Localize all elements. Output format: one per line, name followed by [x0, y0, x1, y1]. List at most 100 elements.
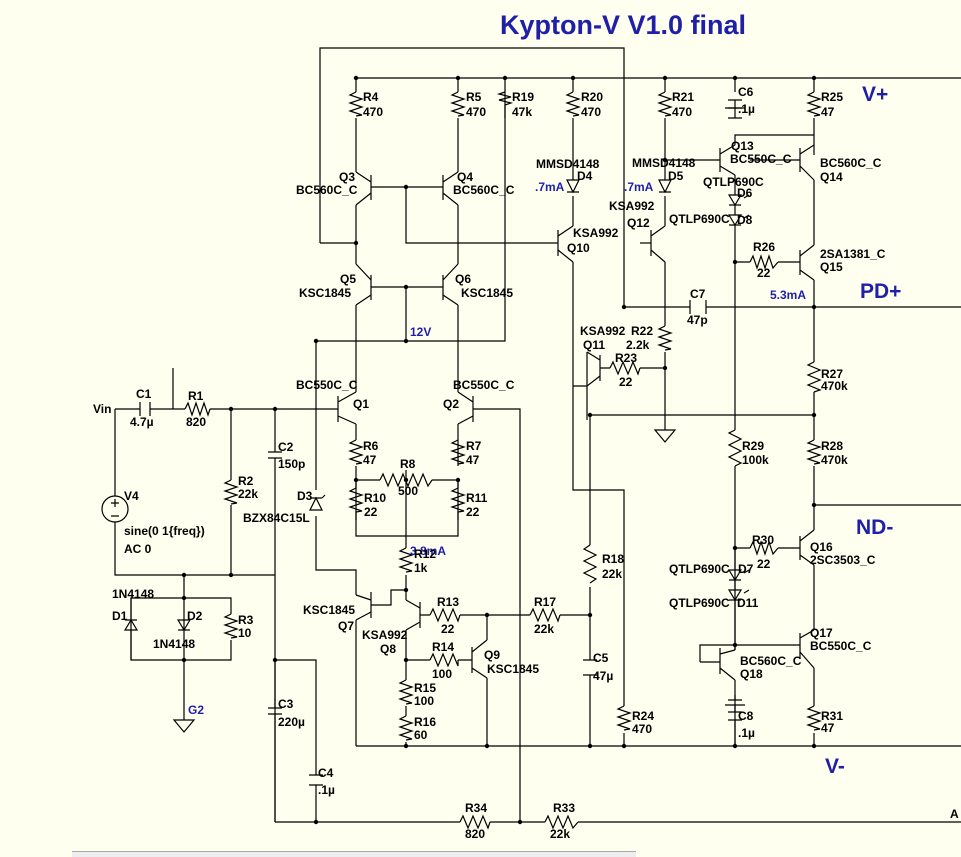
q4-ref: Q4 — [457, 170, 473, 184]
annotation-d5-current: .7mA — [624, 180, 654, 194]
r2-value: 22k — [238, 487, 258, 501]
r29-symbol — [727, 429, 743, 467]
q1-symbol — [337, 391, 357, 425]
q7-value: KSC1845 — [303, 603, 355, 617]
r7-value: 47 — [466, 453, 480, 467]
r5-value: 470 — [466, 105, 486, 119]
r7-ref: R7 — [466, 439, 482, 453]
d7-ref: D7 — [738, 562, 754, 576]
d5-value: MMSD4148 — [632, 156, 696, 170]
r18-ref: R18 — [602, 552, 624, 566]
d4-symbol — [566, 179, 580, 194]
d4-value: MMSD4148 — [536, 157, 600, 171]
r3-value: 10 — [238, 626, 252, 640]
r33-value: 22k — [550, 827, 570, 841]
d3-ref: D3 — [297, 489, 313, 503]
r15-value: 100 — [414, 694, 434, 708]
q8-value: KSA992 — [362, 628, 408, 642]
c1-ref: C1 — [136, 387, 152, 401]
d3-symbol — [309, 494, 326, 511]
c3-symbol — [268, 660, 282, 822]
r34-value: 820 — [465, 827, 485, 841]
c6-ref: C6 — [738, 85, 754, 99]
q16-value: 2SC3503_C — [810, 553, 876, 567]
r17-symbol — [529, 607, 561, 623]
ground-symbol-q12 — [653, 429, 677, 443]
r3-ref: R3 — [238, 613, 254, 627]
r12-value: 1k — [414, 561, 428, 575]
q6-symbol — [442, 263, 459, 306]
d6-value: QTLP690C — [703, 175, 764, 189]
q11-symbol — [573, 351, 601, 387]
d11-value: QTLP690C — [669, 596, 730, 610]
r31-value: 47 — [821, 721, 835, 735]
q10-value: KSA992 — [573, 226, 619, 240]
r10-symbol — [348, 480, 364, 520]
r22-ref: R22 — [631, 324, 653, 338]
r4-ref: R4 — [363, 90, 379, 104]
r20-ref: R20 — [581, 90, 603, 104]
r31-symbol — [806, 705, 822, 731]
r26-ref: R26 — [753, 240, 775, 254]
q3-value: BC560C_C — [296, 183, 358, 197]
c7-symbol — [689, 300, 707, 314]
q1-value: BC550C_C — [296, 378, 358, 392]
q14-ref: Q14 — [820, 170, 843, 184]
c1-value: 4.7µ — [130, 415, 154, 429]
d6-ref: D6 — [737, 186, 753, 200]
q14-symbol — [799, 144, 815, 181]
r21-symbol — [657, 91, 673, 117]
q4-value: BC560C_C — [453, 183, 515, 197]
q15-symbol — [799, 244, 815, 281]
r18-symbol — [582, 544, 598, 584]
q5-symbol — [355, 263, 372, 306]
c2-ref: C2 — [278, 440, 294, 454]
r17-ref: R17 — [534, 595, 556, 609]
d8-ref: D8 — [737, 213, 753, 227]
r25-value: 47 — [821, 105, 835, 119]
net-label-vplus: V+ — [862, 83, 888, 106]
d1-symbol — [123, 598, 139, 660]
r30-value: 22 — [757, 557, 771, 571]
q17-ref: Q17 — [810, 626, 833, 640]
q3-ref: Q3 — [339, 170, 355, 184]
c8-value: .1µ — [738, 726, 755, 740]
v4-ref: V4 — [124, 489, 139, 503]
q17-value: BC550C_C — [810, 639, 872, 653]
r2-symbol — [223, 479, 239, 505]
q12-symbol — [650, 225, 666, 263]
d8-value: QTLP690C — [669, 212, 730, 226]
wiring — [114, 47, 961, 823]
r25-ref: R25 — [821, 90, 843, 104]
v4-source-symbol — [101, 495, 129, 523]
q2-symbol — [457, 391, 474, 425]
q12-ref: Q12 — [627, 216, 650, 230]
r28-value: 470k — [821, 453, 848, 467]
q16-ref: Q16 — [810, 540, 833, 554]
r22-symbol — [657, 325, 673, 351]
q8-ref: Q8 — [380, 642, 396, 656]
r26-symbol — [749, 254, 779, 270]
r16-value: 60 — [414, 728, 428, 742]
r19-ref: R19 — [512, 90, 534, 104]
c8-symbol — [728, 711, 742, 721]
r23-ref: R23 — [615, 351, 637, 365]
r14-ref: R14 — [432, 640, 454, 654]
horizontal-scrollbar[interactable] — [72, 851, 636, 857]
r25-symbol — [806, 91, 822, 117]
q13-ref: Q13 — [731, 139, 754, 153]
r31-ref: R31 — [821, 709, 843, 723]
q1-ref: Q1 — [353, 397, 369, 411]
r34-symbol — [459, 814, 491, 830]
r22-value: 2.2k — [626, 338, 650, 352]
r24-value: 470 — [632, 722, 652, 736]
c5-symbol — [583, 659, 597, 676]
r11-value: 22 — [466, 505, 480, 519]
q18-symbol — [699, 644, 736, 681]
c3-value: 220µ — [278, 715, 305, 729]
c1-symbol — [139, 402, 151, 416]
c4-symbol — [309, 774, 323, 786]
d1-ref: D1 — [112, 609, 128, 623]
r1-value: 820 — [186, 415, 206, 429]
